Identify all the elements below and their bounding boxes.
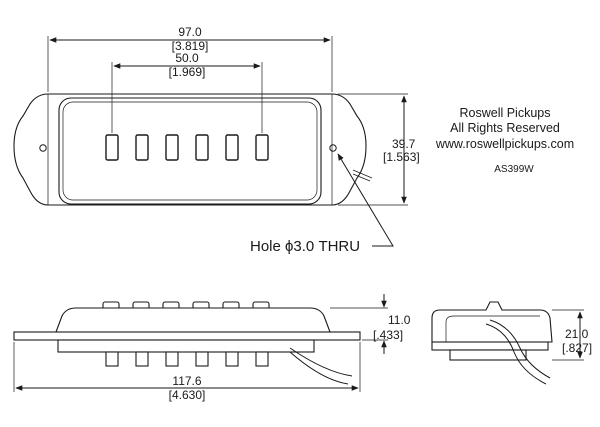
- pole-piece: [135, 134, 149, 161]
- hole-callout: Hole ϕ3.0 THRU: [250, 238, 360, 255]
- dim-side-thickness-in: [.433]: [373, 328, 403, 342]
- dim-side-thickness-mm: 11.0: [388, 313, 411, 327]
- side-pole-bottom: [225, 351, 239, 367]
- end-baseplate: [431, 341, 549, 351]
- dim-end-height-in: [.827]: [562, 341, 592, 355]
- title-block: Roswell Pickups All Rights Reserved www.…: [435, 106, 574, 175]
- end-cover: [431, 301, 553, 343]
- side-pole-bottom: [105, 351, 119, 367]
- hole-leader: [337, 153, 394, 247]
- dim-overall-width-mm: 97.0: [178, 25, 202, 39]
- dim-pole-spacing-mm: 50.0: [175, 51, 199, 65]
- dim-overall-width-in: [3.819]: [172, 39, 209, 53]
- dim-height-mm: 39.7: [392, 137, 416, 151]
- right-mounting-hole: [329, 144, 337, 152]
- end-lead-wire: [485, 319, 551, 385]
- left-mounting-hole: [39, 144, 47, 152]
- company-name: Roswell Pickups: [459, 106, 550, 120]
- part-number: AS399W: [494, 164, 534, 175]
- dim-total-length-mm: 117.6: [172, 374, 201, 388]
- side-lead-wire: [289, 347, 353, 385]
- dim-pole-spacing-in: [1.969]: [169, 65, 206, 79]
- dim-end-height-mm: 21.0: [565, 327, 589, 341]
- pickup-cover: [58, 97, 322, 205]
- top-view: 97.0 [3.819] 50.0 [1.969] 39.7 [1.563] H…: [13, 25, 420, 255]
- side-pole-bottom: [135, 351, 149, 367]
- side-pole-bottom: [255, 351, 269, 367]
- pole-piece: [195, 134, 209, 161]
- pole-piece: [225, 134, 239, 161]
- side-pole-bottoms: [105, 351, 269, 367]
- dim-height-in: [1.563]: [383, 150, 420, 164]
- end-cover-inner: [445, 315, 540, 342]
- side-cover: [55, 307, 331, 333]
- pole-piece: [255, 134, 269, 161]
- rights-notice: All Rights Reserved: [450, 121, 560, 135]
- side-bobbin: [57, 339, 315, 353]
- pole-piece: [105, 134, 119, 161]
- dim-total-length-in: [4.630]: [169, 388, 206, 402]
- pole-pieces: [105, 134, 269, 161]
- side-pole-bottom: [195, 351, 209, 367]
- side-view: 11.0 [.433] 117.6 [4.630]: [13, 294, 411, 402]
- company-website: www.roswellpickups.com: [435, 137, 574, 151]
- side-pole-bottom: [165, 351, 179, 367]
- side-baseplate: [13, 331, 361, 341]
- pole-piece: [165, 134, 179, 161]
- pickup-cover-inner: [62, 101, 318, 201]
- end-view: 21.0 [.827]: [431, 301, 592, 385]
- end-bobbin: [449, 349, 527, 361]
- lead-wire-top: [352, 169, 373, 182]
